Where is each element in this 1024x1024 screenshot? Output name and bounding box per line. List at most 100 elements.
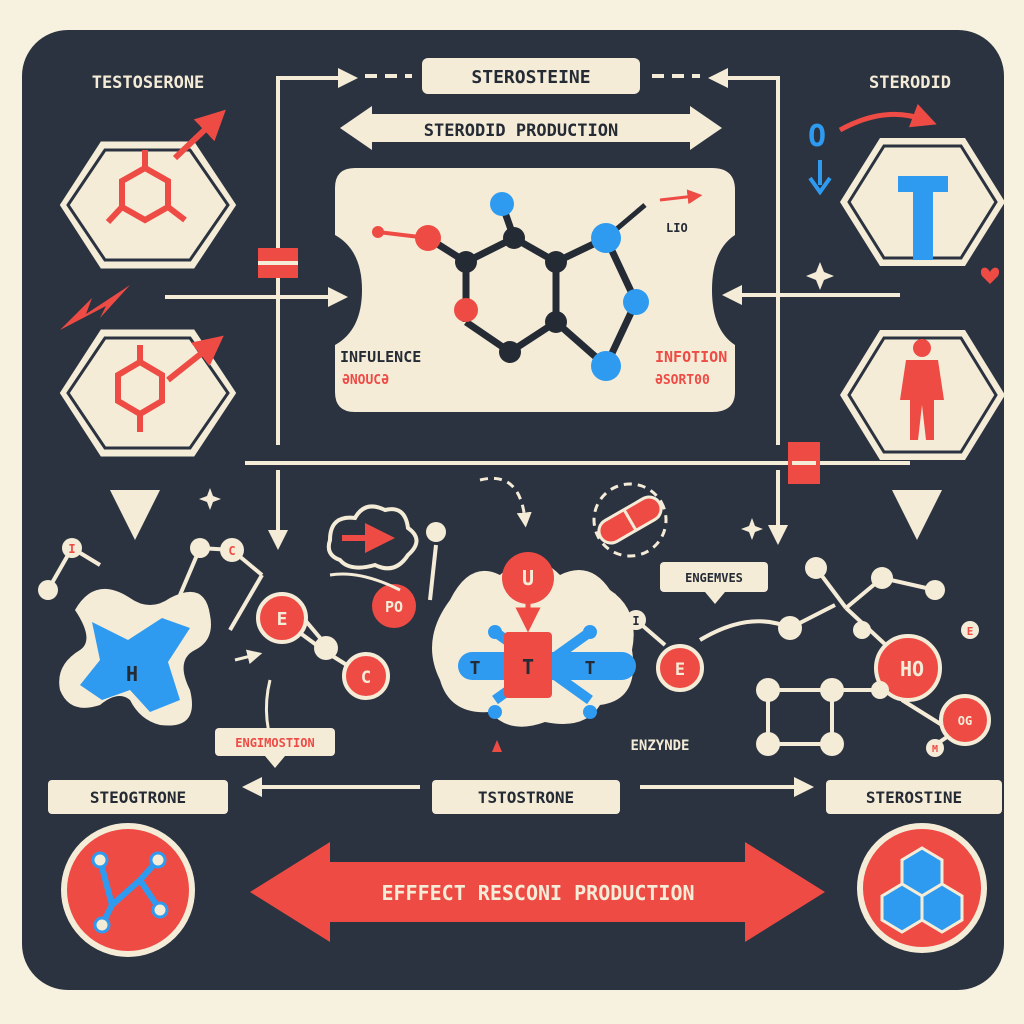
bottom-left-box-text: STEOGTRONE [90,788,186,807]
node-right-small-1 [626,610,646,630]
sparkle-icon-right [806,262,834,290]
right-hexagon-top-inner [847,144,998,260]
node-right-sq-2 [820,678,844,702]
left-hexagon-top-inner [66,148,230,262]
node-left-c [220,538,244,562]
node-center-t3-label: T [585,658,596,679]
bottom-center-box [432,780,620,814]
bottom-center-box-text: TSTOSTRONE [478,788,574,807]
enzymes-box [660,562,768,592]
bottom-left-box [48,780,228,814]
center-right-label: INFOTION [655,348,727,366]
lightning-icon [60,285,130,330]
sparkle-icon-right-bottom [741,518,763,540]
node-left-c2 [342,652,390,700]
node-right-m [926,739,944,757]
node-right-m-label: M [932,744,938,755]
node-right-og [939,694,991,746]
node-left-small [314,636,338,660]
blue-o-icon: O [808,119,826,154]
node-right-ho-label: HO [900,657,924,681]
node-right-sq-5 [871,681,889,699]
production-arrow-shape [340,106,722,150]
engimostion-pointer [265,756,285,768]
capsule-pill-icon [592,482,668,558]
up-arrow-icon-left-top [172,109,226,161]
molecule-icon-left-top [105,150,187,225]
curve-connector-left [329,572,401,592]
node-left-h-label: H [126,662,138,686]
body-icon-red [900,339,944,440]
node-right-e [656,644,704,692]
bottom-left-network-node-4 [93,916,111,934]
production-arrow-text: STERODID PRODUCTION [424,121,618,141]
sparkle-icon-center [584,578,616,610]
blue-down-arrow-head [808,176,832,196]
node-left-c-label: C [228,544,235,558]
center-small-label: LIO [666,221,688,235]
bottom-left-network-node-1 [91,851,109,869]
node-right-ho [874,634,942,702]
node-center-t2-label: T [522,655,534,679]
node-right-e2-label: E [967,625,974,638]
node-right-i-label: I [632,614,639,628]
center-left-sub: ƏNOUCƏ [342,373,389,388]
enzynde-label: ENZYNDE [630,738,689,754]
small-arrow-to-molecule [234,649,263,665]
bottom-double-arrow [250,842,825,942]
cloud-icon [326,504,419,571]
left-hexagon-bottom-inner [66,336,230,450]
center-right-sub: ƏSORT00 [655,373,710,388]
node-left-3 [190,538,210,558]
bottom-double-arrow-text: EFFFECT RESCONI PRODUCTION [381,881,694,905]
bottom-left-network-node-2 [149,851,167,869]
hexagon-cluster-icon [880,846,964,934]
right-hexagon-bottom-inner [847,336,998,454]
top-left-bracket-line [276,68,358,445]
molecule-icon-left-bottom [115,345,165,432]
red-curve-arrow-icon [838,103,937,133]
node-right-small-4 [871,567,893,589]
center-left-label: INFULENCE [340,348,421,366]
node-left-small-2 [426,522,446,542]
node-left-2 [62,538,82,558]
node-center-t1-label: T [470,658,481,679]
node-center-u-label: U [522,566,534,590]
center-small-red-arrow [659,189,703,205]
node-left-po-label: PO [385,598,403,616]
enzymes-text: ENGEMVES [685,571,743,585]
top-right-title: STERODID [869,73,951,93]
blue-h-molecule-inner [80,618,190,712]
node-left-t-label: I [68,542,75,556]
engimostion-box [215,728,335,756]
node-left-e-label: E [277,609,288,630]
node-right-small-5 [925,580,945,600]
top-left-title: TESTOSERONE [92,73,205,93]
node-left-c2-label: C [361,668,371,688]
up-arrow-icon-left-bottom [166,335,224,383]
connector-po-top [428,544,438,601]
down-arrow-right [892,490,942,540]
node-right-small-7 [961,621,979,639]
heart-icon [980,267,1000,284]
node-left-e [256,592,308,644]
center-small-red-up-arrow [492,740,502,752]
center-dashed-curve [479,476,532,528]
enzymes-pointer [705,592,725,604]
node-left-po [372,584,416,628]
bottom-right-box [826,780,1002,814]
bottom-right-box-text: STEROSTINE [866,788,962,807]
down-arrow-left [110,490,160,540]
node-right-sq-1 [756,678,780,702]
node-right-small-6 [853,621,871,639]
bottom-left-network-node-3 [151,901,169,919]
person-icon-blue [898,176,948,260]
node-right-e-label: E [675,660,685,680]
node-right-small-3 [805,557,827,579]
top-right-bracket-line [708,68,780,445]
center-molecule [372,192,649,381]
node-left-1 [38,580,58,600]
center-t-molecule [458,625,636,719]
node-center-u [502,552,554,604]
node-right-sq-3 [756,732,780,756]
